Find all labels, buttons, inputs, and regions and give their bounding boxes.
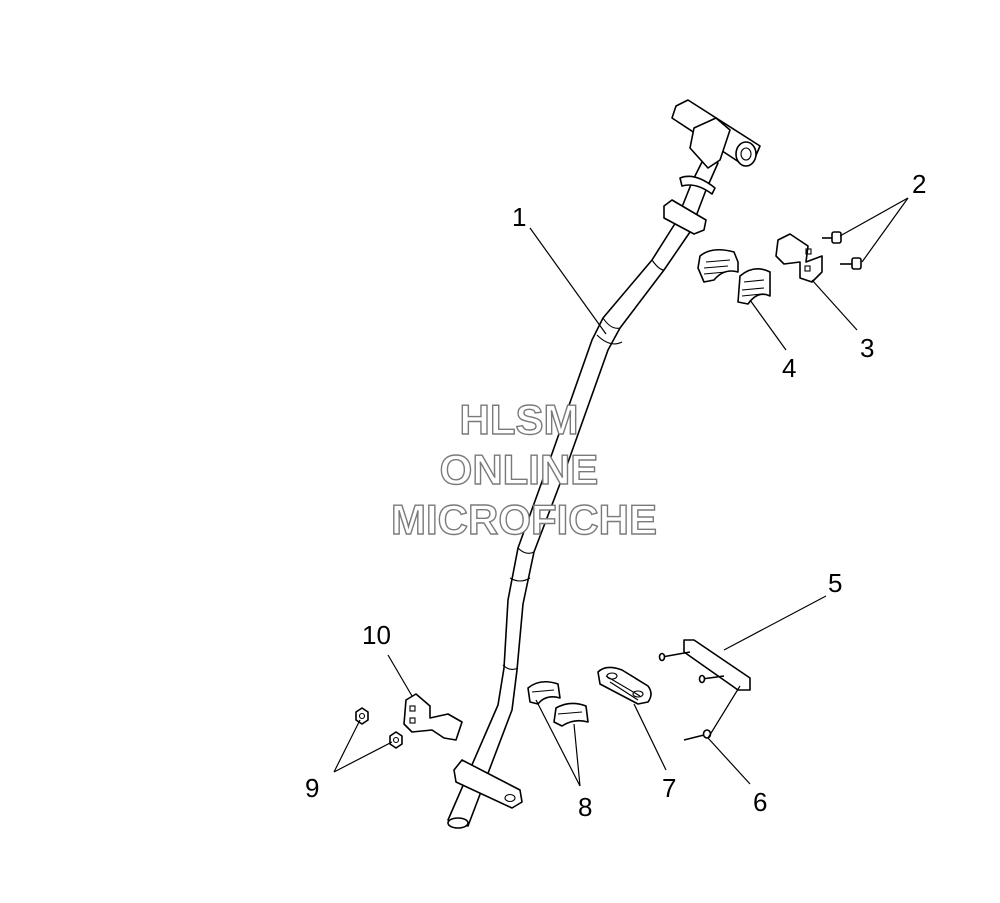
callout-7: 7 — [662, 773, 676, 803]
leader-3 — [811, 279, 858, 331]
mounting-bracket-lower — [403, 693, 463, 741]
watermark-line-2: ONLINE — [440, 446, 599, 493]
heat-shield-plate — [658, 639, 751, 691]
callout-3: 3 — [860, 333, 874, 363]
watermark: HLSM ONLINE MICROFICHE — [390, 395, 657, 543]
leader-8b — [573, 723, 581, 787]
leader-6b — [707, 685, 741, 739]
leader-2a — [839, 197, 909, 237]
leader-6a — [707, 737, 751, 785]
callout-5: 5 — [828, 568, 842, 598]
clamp-halves-lower — [527, 680, 589, 727]
watermark-line-1: HLSM — [460, 396, 579, 443]
leader-9a — [333, 719, 361, 773]
bolt-lower — [840, 257, 862, 270]
leader-8a — [535, 699, 581, 787]
mounting-bracket-upper — [775, 233, 823, 283]
leader-1 — [529, 227, 607, 335]
leader-10 — [387, 654, 413, 697]
leader-lines — [333, 197, 909, 787]
nut-upper — [355, 707, 369, 725]
grommet-clip — [597, 666, 652, 705]
leader-9b — [333, 741, 393, 773]
callout-6: 6 — [753, 787, 767, 817]
bolt-upper — [822, 231, 842, 244]
nut-lower — [389, 731, 403, 749]
leader-4 — [749, 299, 787, 351]
callout-4: 4 — [782, 353, 796, 383]
leader-2b — [861, 197, 909, 263]
callout-2: 2 — [912, 169, 926, 199]
callout-8: 8 — [578, 792, 592, 822]
retaining-pin — [683, 729, 712, 741]
leader-7 — [633, 703, 667, 771]
dipstick-tube — [447, 99, 761, 829]
clamp-halves-upper — [697, 248, 771, 305]
callout-9: 9 — [305, 773, 319, 803]
leader-5 — [723, 595, 827, 651]
watermark-line-3: MICROFICHE — [391, 496, 657, 543]
callout-1: 1 — [512, 202, 526, 232]
callout-10: 10 — [362, 620, 391, 650]
callout-labels: 1 2 3 4 5 6 7 8 9 10 — [305, 169, 926, 822]
